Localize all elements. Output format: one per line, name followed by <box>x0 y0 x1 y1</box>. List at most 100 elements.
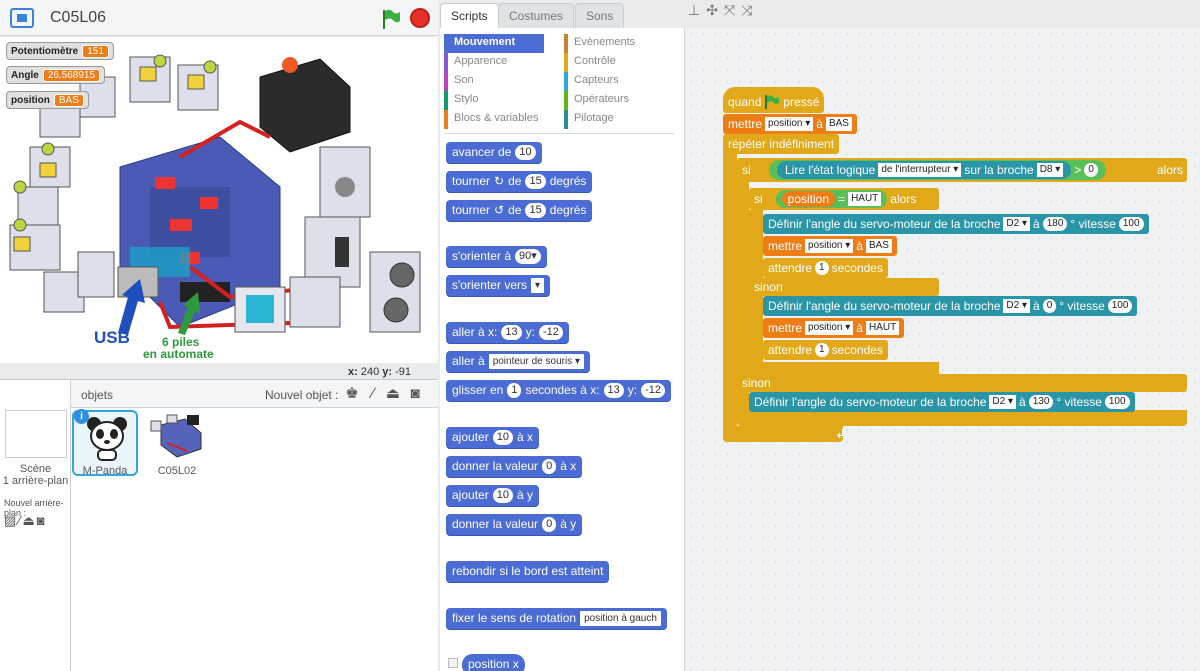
new-object-label: Nouvel objet : <box>265 388 339 402</box>
block-position-x[interactable]: position x <box>462 654 525 671</box>
if2-bottom <box>749 362 939 376</box>
if1-bottom <box>737 410 1187 426</box>
monitor-position[interactable]: position BAS <box>6 91 89 109</box>
category-stylo[interactable]: Stylo <box>444 91 550 110</box>
category-capteurs[interactable]: Capteurs <box>564 72 674 91</box>
reporter-position: position <box>781 191 836 207</box>
sprites-header: objets Nouvel objet : ♚ ∕ ⏏ ◙ <box>71 380 438 408</box>
block-forever[interactable]: répéter indéfiniment <box>723 134 840 154</box>
panda-icon <box>87 417 127 461</box>
fullscreen-icon[interactable] <box>10 8 34 28</box>
position-x-checkbox[interactable] <box>448 658 458 668</box>
toolbar: ⊥✣⤧⤨ <box>688 2 788 22</box>
mouse-coordinates: x: 240 y: -91 <box>348 366 412 378</box>
objets-label: objets <box>81 388 114 402</box>
block-servo-angle[interactable]: Définir l'angle du servo-moteur de la br… <box>749 392 1135 412</box>
paint-icon[interactable]: ∕ <box>371 385 375 402</box>
scene-label: Scène <box>19 463 52 475</box>
forever-arm <box>723 144 737 442</box>
block-servo-angle[interactable]: Définir l'angle du servo-moteur de la br… <box>763 214 1149 234</box>
cut-icon[interactable]: ✣ <box>706 2 724 18</box>
block-rebondir[interactable]: rebondir si le bord est atteint <box>446 561 610 582</box>
scene-thumbnail[interactable] <box>5 410 67 458</box>
sprite-library-icon[interactable]: ♚ <box>345 385 359 402</box>
block-orienter-vers[interactable]: s'orienter vers▾ <box>446 275 551 296</box>
block-palette: Mouvement Apparence Son Stylo Blocs & va… <box>440 28 685 671</box>
tab-sons[interactable]: Sons <box>575 3 625 28</box>
block-if-position[interactable]: si position =HAUT alors <box>749 188 939 210</box>
robot-board-illustration: USB 6 piles en automate <box>9 54 421 361</box>
category-operateurs[interactable]: Opérateurs <box>564 91 674 110</box>
shrink-icon[interactable]: ⤨ <box>741 2 759 18</box>
category-controle[interactable]: Contrôle <box>564 53 674 72</box>
rotate-right-icon: ↻ <box>494 174 505 188</box>
block-when-flag[interactable]: quand pressé <box>723 87 825 113</box>
scene-sublabel: 1 arrière-plan <box>2 475 69 487</box>
block-else: sinon <box>737 374 1187 392</box>
tab-scripts[interactable]: Scripts <box>440 3 499 28</box>
upload-icon[interactable]: ⏏ <box>22 513 37 528</box>
category-apparence[interactable]: Apparence <box>444 53 550 72</box>
monitor-value: 26.568915 <box>42 68 101 82</box>
sprite-name: C05L02 <box>157 465 197 477</box>
duplicate-icon[interactable]: ⊥ <box>688 2 707 18</box>
piles-label: 6 piles <box>162 335 200 349</box>
camera-icon[interactable]: ◙ <box>410 385 420 402</box>
green-flag-icon[interactable] <box>380 8 402 30</box>
block-servo-angle[interactable]: Définir l'angle du servo-moteur de la br… <box>763 296 1138 316</box>
green-flag-icon <box>765 95 780 109</box>
landscape-icon[interactable]: ▨ <box>4 513 19 528</box>
sprite-name: M-Panda <box>82 465 128 477</box>
upload-icon[interactable]: ⏏ <box>385 385 401 402</box>
category-son[interactable]: Son <box>444 72 550 91</box>
category-pilotage[interactable]: Pilotage <box>564 110 674 129</box>
category-blocs-variables[interactable]: Blocs & variables <box>444 110 550 129</box>
arduino-board <box>117 136 281 328</box>
divider <box>444 133 674 134</box>
grow-icon[interactable]: ⤧ <box>723 2 742 18</box>
category-mouvement[interactable]: Mouvement <box>444 34 544 53</box>
stop-icon[interactable] <box>410 8 430 28</box>
category-evenements[interactable]: Evènements <box>564 34 674 53</box>
automate-label: en automate <box>143 347 214 361</box>
sprite-tile-c05l02[interactable] <box>144 410 210 476</box>
forever-bottom <box>723 426 843 442</box>
block-else: sinon <box>749 278 939 296</box>
operator-equals[interactable]: position =HAUT <box>775 190 888 208</box>
robot-thumb-icon <box>150 414 202 458</box>
stage[interactable]: USB 6 piles en automate Potentiomètre 15… <box>0 37 438 363</box>
servo-motor <box>259 57 351 153</box>
monitor-potentiometre[interactable]: Potentiomètre 151 <box>6 42 114 60</box>
camera-icon[interactable]: ◙ <box>36 513 47 528</box>
info-icon[interactable]: i <box>74 409 89 424</box>
category-list-right: Evènements Contrôle Capteurs Opérateurs … <box>564 34 674 129</box>
tab-costumes[interactable]: Costumes <box>498 3 575 28</box>
paint-icon[interactable]: ∕ <box>18 513 23 528</box>
monitor-angle[interactable]: Angle 26.568915 <box>6 66 106 84</box>
if1-arm <box>737 180 749 416</box>
rotate-left-icon: ↺ <box>494 203 505 217</box>
monitor-value: 151 <box>82 44 109 58</box>
